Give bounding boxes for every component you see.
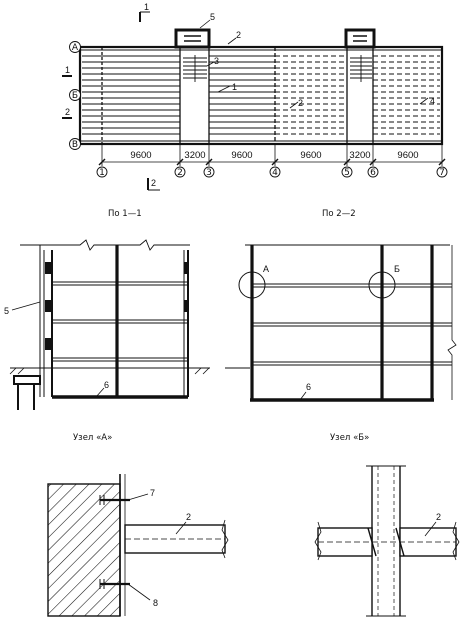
axis-num-2: 2 <box>177 168 183 178</box>
node-a-caption: Узел «А» <box>73 433 112 443</box>
axis-num-5: 5 <box>344 168 350 178</box>
dimension-line: 9600 3200 9600 9600 3200 9600 <box>98 144 446 166</box>
plan-callouts: 5 2 3 1 2 4 <box>199 12 435 109</box>
axis-letter-b: Б <box>72 91 78 101</box>
section-1-caption: По 1—1 <box>108 209 142 219</box>
section-mark-1-top: 1 <box>139 2 150 22</box>
node-b-caption: Узел «Б» <box>330 433 369 443</box>
node-b-callout-2: 2 <box>436 512 441 522</box>
node-b-detail: 2 <box>314 465 460 617</box>
plan-callout-4: 4 <box>430 96 435 106</box>
plan-callout-2b: 2 <box>298 98 303 108</box>
node-b-label: Б <box>394 264 400 274</box>
slab-lines-solid <box>82 55 275 135</box>
plan-callout-5: 5 <box>210 12 215 22</box>
dim-1: 9600 <box>130 150 151 161</box>
section-1-1: 5 6 <box>4 239 210 410</box>
dim-6: 9600 <box>397 150 418 161</box>
axis-letter-v: В <box>72 140 78 150</box>
number-axes: 1 2 3 4 5 6 7 <box>96 166 448 178</box>
floor-plan: А Б В 1 2 1 2 5 2 3 <box>62 2 448 191</box>
section-2-caption: По 2—2 <box>322 209 356 219</box>
dim-4: 9600 <box>300 150 321 161</box>
stair-tower-right <box>344 28 376 49</box>
svg-text:2: 2 <box>151 178 156 188</box>
section-1-callout-6: 6 <box>104 380 109 390</box>
axis-num-4: 4 <box>272 168 278 178</box>
axis-num-1: 1 <box>99 168 105 178</box>
node-a-callout-2: 2 <box>186 512 191 522</box>
plan-callout-3: 3 <box>214 56 219 66</box>
section-mark-1-left: 1 <box>65 65 70 75</box>
node-a-callout-7: 7 <box>150 488 155 498</box>
plan-callout-2: 2 <box>236 30 241 40</box>
section-2-2: А Б 6 <box>225 244 457 402</box>
axis-num-7: 7 <box>439 168 445 178</box>
axis-letter-a: А <box>72 43 79 53</box>
axis-num-6: 6 <box>370 168 376 178</box>
svg-text:1: 1 <box>144 2 149 12</box>
section-2-callout-6: 6 <box>306 382 311 392</box>
dim-5: 3200 <box>349 150 370 161</box>
axis-num-3: 3 <box>206 168 212 178</box>
dim-3: 9600 <box>231 150 252 161</box>
section-mark-1-bottom: 2 <box>147 178 160 191</box>
section-mark-2-left: 2 <box>65 107 70 117</box>
dim-2: 3200 <box>184 150 205 161</box>
node-a-label: А <box>263 264 269 274</box>
section-marks-left: 1 2 <box>62 65 72 119</box>
node-a-detail: 7 2 8 <box>47 474 229 617</box>
letter-axes: А Б В <box>69 41 81 150</box>
slab-lines-dashed <box>275 55 440 135</box>
plan-callout-1: 1 <box>232 82 237 92</box>
node-a-callout-8: 8 <box>153 598 158 608</box>
section-1-callout-5: 5 <box>4 306 9 316</box>
stair-tower-left <box>174 28 211 49</box>
